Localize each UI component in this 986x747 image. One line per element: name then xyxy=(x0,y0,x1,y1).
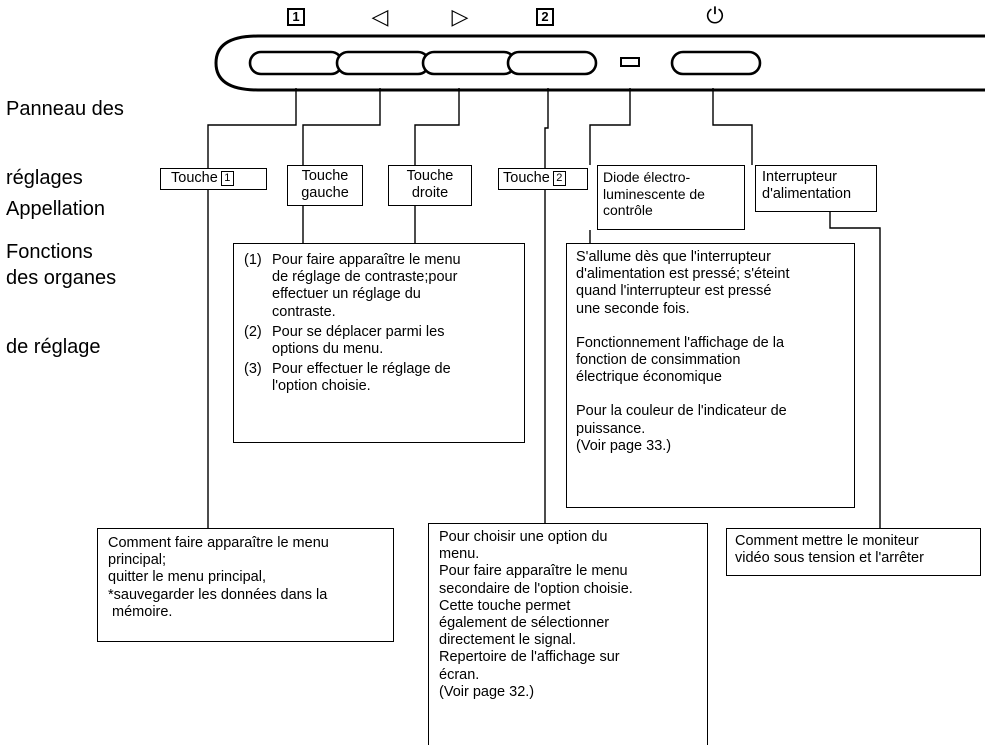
panel-outline xyxy=(214,34,985,92)
right-arrow-icon: ▷ xyxy=(451,4,469,29)
interrupteur-box: Interrupteur d'alimentation xyxy=(755,165,877,212)
diode-paragraph-3: Pour la couleur de l'indicateur de puiss… xyxy=(576,403,787,454)
contrast-functions-list: (1) Pour faire apparaître le menu de rég… xyxy=(244,252,518,396)
diode-paragraph-1: S'allume dès que l'interrupteur d'alimen… xyxy=(576,249,790,317)
button-1-symbol: 1 xyxy=(287,8,305,26)
list-item: (3) Pour effectuer le réglage de l'optio… xyxy=(244,361,451,395)
main-menu-box: Comment faire apparaître le menu princip… xyxy=(97,528,394,642)
panel-label: Panneau des réglages xyxy=(6,98,124,189)
panel-button-1 xyxy=(248,50,344,76)
functions-label: Fonctions xyxy=(6,241,93,263)
button-2-symbol: 2 xyxy=(536,8,554,26)
panel-button-right xyxy=(421,50,517,76)
power-function-box: Comment mettre le moniteur vidéo sous te… xyxy=(726,528,981,576)
power-icon: ⏻ xyxy=(706,3,724,28)
diode-functions-box: S'allume dès que l'interrupteur d'alimen… xyxy=(566,243,855,508)
control-names-label: Appellation des organes de réglage xyxy=(6,198,117,358)
left-arrow-icon: ◁ xyxy=(371,4,389,29)
contrast-functions-box: (1) Pour faire apparaître le menu de rég… xyxy=(233,243,525,443)
touche-gauche-box: Touche gauche xyxy=(287,165,363,206)
touche-droite-box: Touche droite xyxy=(388,165,472,206)
option-menu-box: Pour choisir une option du menu. Pour fa… xyxy=(428,523,708,745)
diode-box: Diode électro- luminescente de contrôle xyxy=(597,165,745,230)
leader-lines xyxy=(207,88,881,528)
panel-button-left xyxy=(335,50,431,76)
list-item: (2) Pour se déplacer parmi les options d… xyxy=(244,323,445,358)
diode-paragraph-2: Fonctionnement l'affichage de la fonctio… xyxy=(576,334,785,386)
list-item: (1) Pour faire apparaître le menu de rég… xyxy=(244,252,461,320)
button-2-glyph: 2 xyxy=(552,171,566,186)
panel-led xyxy=(620,57,640,67)
panel-button-2 xyxy=(506,50,598,76)
panel-button-power xyxy=(670,50,762,76)
button-1-glyph: 1 xyxy=(220,171,234,186)
